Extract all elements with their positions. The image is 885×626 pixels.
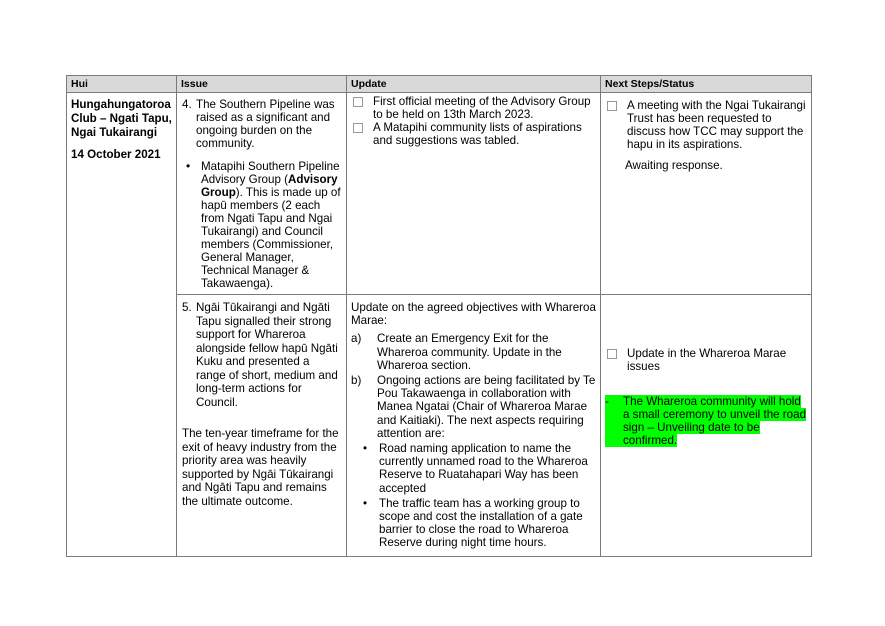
list-item: • Matapihi Southern Pipeline Advisory Gr… xyxy=(186,159,342,291)
status-text: Awaiting response. xyxy=(625,159,723,172)
checkbox-icon xyxy=(607,101,617,111)
issue-text-2: The ten-year timeframe for the exit of h… xyxy=(182,427,339,508)
issue-item-5: 5. Ngāi Tūkairangi and Ngāti Tapu signal… xyxy=(182,301,342,409)
list-item: A Matapihi community lists of aspiration… xyxy=(351,121,596,147)
update-intro: Update on the agreed objectives with Wha… xyxy=(351,301,596,328)
header-update: Update xyxy=(346,75,601,93)
table-row: 5. Ngāi Tūkairangi and Ngāti Tapu signal… xyxy=(67,294,812,557)
list-item: a) Create an Emergency Exit for the Whar… xyxy=(351,332,596,372)
hui-cell: Hungahungatoroa Club – Ngati Tapu, Ngai … xyxy=(66,92,177,557)
list-item: Update in the Whareroa Marae issues xyxy=(605,347,807,373)
table-row: Hungahungatoroa Club – Ngati Tapu, Ngai … xyxy=(66,92,812,557)
highlighted-note: - The Whareroa community will hold a sma… xyxy=(605,395,807,447)
checkbox-icon xyxy=(353,123,363,133)
list-item: b) Ongoing actions are being facilitated… xyxy=(351,374,596,440)
header-row: Hui Issue Update Next Steps/Status xyxy=(66,75,812,93)
update-cell-5: Update on the agreed objectives with Wha… xyxy=(346,294,601,557)
issue-number: 4. xyxy=(182,98,192,111)
hui-date: 14 October 2021 xyxy=(71,148,161,161)
issue-number: 5. xyxy=(182,301,192,314)
list-item: First official meeting of the Advisory G… xyxy=(351,95,596,121)
highlight-text: The Whareroa community will hold a small… xyxy=(623,395,807,447)
bullet-icon: • xyxy=(363,496,368,510)
next-step-text: Update in the Whareroa Marae issues xyxy=(627,347,787,373)
list-item: • Road naming application to name the cu… xyxy=(363,442,596,495)
advisory-group-text: Matapihi Southern Pipeline Advisory Grou… xyxy=(201,160,341,290)
sub-bullet-text: Road naming application to name the curr… xyxy=(379,442,588,495)
header-issue: Issue xyxy=(176,75,347,93)
bullet-icon: • xyxy=(363,442,368,456)
bullet-icon: • xyxy=(186,159,191,173)
list-item: • The traffic team has a working group t… xyxy=(363,497,596,550)
issue-cell-4: 4. The Southern Pipeline was raised as a… xyxy=(176,92,347,295)
update-text: First official meeting of the Advisory G… xyxy=(373,95,591,121)
issue-text: Ngāi Tūkairangi and Ngāti Tapu signalled… xyxy=(196,301,338,409)
next-steps-cell-4: A meeting with the Ngai Tukairangi Trust… xyxy=(600,92,812,295)
next-steps-cell-5: Update in the Whareroa Marae issues - Th… xyxy=(600,294,812,557)
header-hui: Hui xyxy=(66,75,177,93)
list-item: A meeting with the Ngai Tukairangi Trust… xyxy=(605,99,807,151)
update-text: A Matapihi community lists of aspiration… xyxy=(373,121,582,147)
issue-item-4: 4. The Southern Pipeline was raised as a… xyxy=(182,98,342,150)
checkbox-icon xyxy=(353,97,363,107)
header-next-steps: Next Steps/Status xyxy=(600,75,812,93)
update-a-text: Create an Emergency Exit for the Wharero… xyxy=(377,332,562,372)
hui-table: Hui Issue Update Next Steps/Status Hunga… xyxy=(66,75,812,557)
hui-name: Hungahungatoroa Club – Ngati Tapu, Ngai … xyxy=(71,98,172,139)
sub-bullet-text: The traffic team has a working group to … xyxy=(379,496,583,550)
issue-text: The Southern Pipeline was raised as a si… xyxy=(196,98,335,150)
next-step-text: A meeting with the Ngai Tukairangi Trust… xyxy=(627,99,806,151)
checkbox-icon xyxy=(607,349,617,359)
issue-cell-5: 5. Ngāi Tūkairangi and Ngāti Tapu signal… xyxy=(176,294,347,557)
update-b-text: Ongoing actions are being facilitated by… xyxy=(377,374,596,440)
update-cell-4: First official meeting of the Advisory G… xyxy=(346,92,601,295)
